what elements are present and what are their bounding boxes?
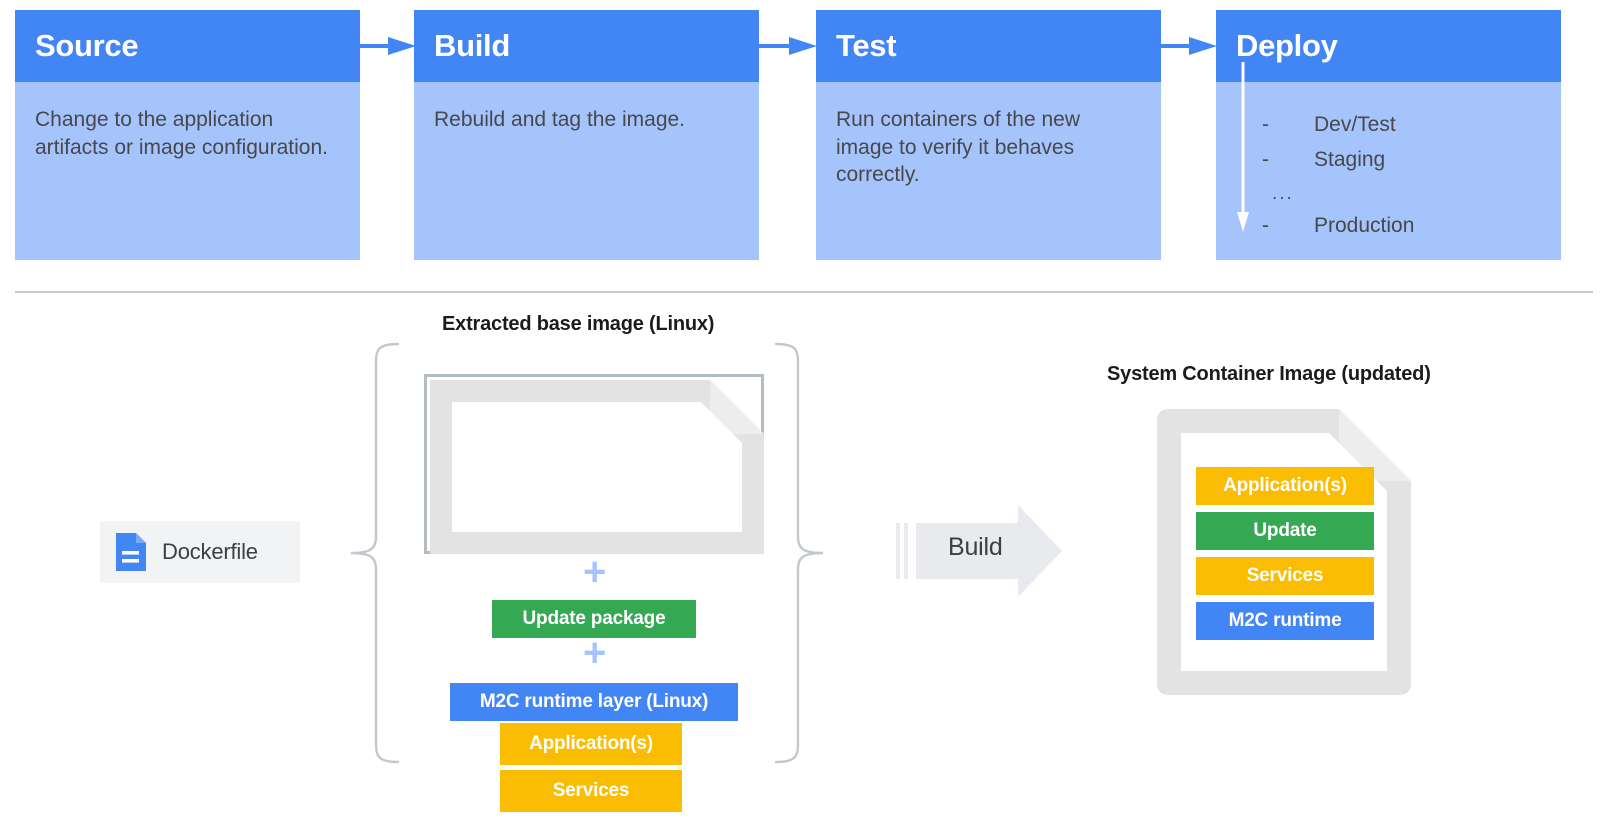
stage-header-source: Source — [15, 10, 360, 82]
list-item: - Staging — [1236, 149, 1539, 170]
deploy-env-label: ... — [1272, 183, 1294, 204]
stage-title-test: Test — [836, 28, 897, 63]
bullet-dash: - — [1262, 214, 1269, 237]
pipeline-stage-source: Source Change to the application artifac… — [15, 10, 360, 260]
stage-title-build: Build — [434, 28, 510, 63]
stage-title-source: Source — [35, 28, 139, 63]
pipeline-stage-build: Build Rebuild and tag the image. — [414, 10, 759, 260]
build-flow-diagram: Extracted base image (Linux) System Cont… — [0, 300, 1606, 822]
deploy-env-label: Dev/Test — [1314, 113, 1396, 136]
build-action-arrow: Build — [896, 505, 1062, 597]
arrow-right-icon — [759, 37, 817, 55]
stage-header-test: Test — [816, 10, 1161, 82]
system-image-caption: System Container Image (updated) — [1107, 363, 1431, 385]
stage-header-deploy: Deploy — [1216, 10, 1561, 82]
layer-bar-applications: Application(s) — [1196, 467, 1374, 505]
bullet-dash: - — [1262, 113, 1269, 136]
deploy-env-label: Staging — [1314, 148, 1386, 171]
stage-body-deploy: - Dev/Test - Staging ... - Production — [1216, 82, 1561, 260]
list-item: - Production — [1236, 215, 1539, 236]
curly-brace-left-icon — [350, 342, 400, 764]
arrow-right-icon — [358, 37, 416, 55]
dockerfile-label: Dockerfile — [162, 539, 258, 564]
base-image-layer-stack: Application(s) Services — [500, 723, 682, 812]
pipeline-stage-test: Test Run containers of the new image to … — [816, 10, 1161, 260]
plus-symbol: + — [583, 550, 607, 594]
bullet-dash: - — [1262, 148, 1269, 171]
file-document-icon — [116, 533, 146, 571]
base-image-caption: Extracted base image (Linux) — [442, 313, 715, 335]
pipeline-section: Source Change to the application artifac… — [0, 0, 1606, 270]
dockerfile-chip[interactable]: Dockerfile — [100, 521, 300, 583]
stage-body-test: Run containers of the new image to verif… — [816, 82, 1161, 260]
layer-bar-services: Services — [1196, 557, 1374, 595]
stage-description-build: Rebuild and tag the image. — [434, 108, 686, 131]
stage-description-test: Run containers of the new image to verif… — [836, 108, 1080, 186]
layer-bar-m2c-runtime: M2C runtime layer (Linux) — [450, 683, 738, 721]
base-image-document-shape — [430, 380, 764, 554]
section-divider — [15, 291, 1593, 293]
stage-body-build: Rebuild and tag the image. — [414, 82, 759, 260]
list-item: - Dev/Test — [1236, 114, 1539, 135]
build-action-label: Build — [948, 533, 1003, 561]
deploy-env-label: Production — [1314, 214, 1415, 237]
curly-brace-right-icon — [774, 342, 824, 764]
system-image-layer-stack: Application(s) Update Services M2C runti… — [1196, 467, 1374, 647]
arrow-right-icon — [1159, 37, 1217, 55]
layer-bar-applications: Application(s) — [500, 723, 682, 765]
stage-body-source: Change to the application artifacts or i… — [15, 82, 360, 260]
plus-symbol: + — [583, 631, 607, 675]
pipeline-stage-deploy: Deploy - Dev/Test - Staging ... - Produc… — [1216, 10, 1561, 260]
layer-bar-update: Update — [1196, 512, 1374, 550]
extracted-base-image-box — [424, 374, 764, 554]
stage-header-build: Build — [414, 10, 759, 82]
list-item-ellipsis: ... — [1236, 184, 1539, 203]
stage-description-source: Change to the application artifacts or i… — [35, 108, 328, 159]
layer-bar-services: Services — [500, 770, 682, 812]
stage-title-deploy: Deploy — [1236, 28, 1338, 63]
deploy-environment-list: - Dev/Test - Staging ... - Production — [1236, 106, 1539, 236]
block-arrow-right-icon — [896, 505, 1062, 597]
layer-bar-m2c-runtime: M2C runtime — [1196, 602, 1374, 640]
layer-bar-update-package: Update package — [492, 600, 696, 638]
arrow-down-icon — [1237, 62, 1249, 232]
